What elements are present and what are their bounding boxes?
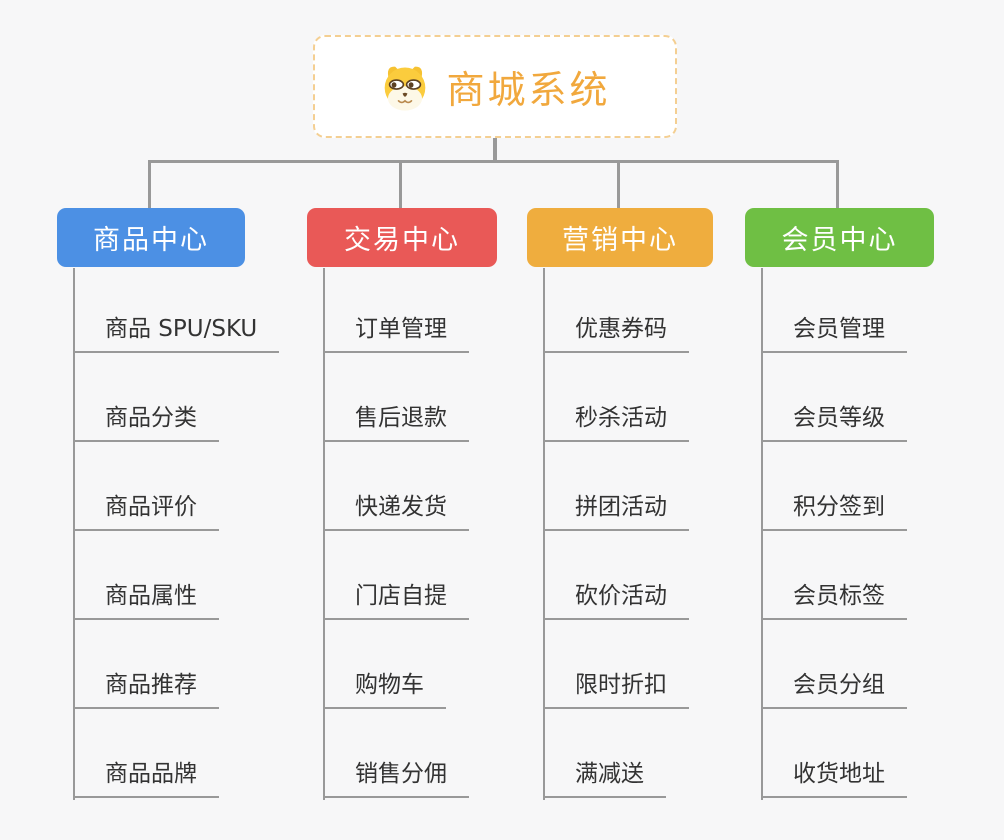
leaf-node[interactable]: 拼团活动 bbox=[545, 492, 689, 531]
leaf-node[interactable]: 会员分组 bbox=[763, 670, 907, 709]
leaf-node[interactable]: 商品评价 bbox=[75, 492, 219, 531]
leaf-node[interactable]: 销售分佣 bbox=[325, 759, 469, 798]
leaf-node[interactable]: 商品品牌 bbox=[75, 759, 219, 798]
branch-column-member: 会员管理 会员等级 积分签到 会员标签 会员分组 收货地址 bbox=[761, 268, 907, 800]
leaf-node[interactable]: 会员等级 bbox=[763, 403, 907, 442]
branch-connector-drop bbox=[836, 161, 839, 209]
leaf-node[interactable]: 购物车 bbox=[325, 670, 446, 709]
root-node[interactable]: 商城系统 bbox=[313, 35, 677, 138]
leaf-node[interactable]: 秒杀活动 bbox=[545, 403, 689, 442]
branch-column-trade: 订单管理 售后退款 快递发货 门店自提 购物车 销售分佣 bbox=[323, 268, 469, 800]
leaf-node[interactable]: 订单管理 bbox=[325, 314, 469, 353]
branch-connector-drop bbox=[617, 161, 620, 209]
leaf-node[interactable]: 会员标签 bbox=[763, 581, 907, 620]
leaf-node[interactable]: 会员管理 bbox=[763, 314, 907, 353]
root-node-label: 商城系统 bbox=[446, 68, 611, 112]
leaf-node[interactable]: 快递发货 bbox=[325, 492, 469, 531]
leaf-node[interactable]: 商品分类 bbox=[75, 403, 219, 442]
branch-node-trade-center[interactable]: 交易中心 bbox=[307, 208, 497, 267]
branch-node-member-center[interactable]: 会员中心 bbox=[745, 208, 934, 267]
branch-node-label: 会员中心 bbox=[781, 225, 898, 256]
branch-connector-horizontal bbox=[148, 160, 839, 163]
leaf-node[interactable]: 商品推荐 bbox=[75, 670, 219, 709]
branch-node-marketing-center[interactable]: 营销中心 bbox=[527, 208, 713, 267]
leaf-node[interactable]: 限时折扣 bbox=[545, 670, 689, 709]
branch-node-label: 交易中心 bbox=[344, 225, 460, 256]
branch-node-label: 营销中心 bbox=[562, 225, 678, 256]
leaf-node[interactable]: 满减送 bbox=[545, 759, 666, 798]
branch-column-marketing: 优惠券码 秒杀活动 拼团活动 砍价活动 限时折扣 满减送 bbox=[543, 268, 689, 800]
branch-column-product: 商品 SPU/SKU 商品分类 商品评价 商品属性 商品推荐 商品品牌 bbox=[73, 268, 280, 800]
branch-node-label: 商品中心 bbox=[93, 225, 209, 256]
leaf-node[interactable]: 积分签到 bbox=[763, 492, 907, 531]
branch-node-product-center[interactable]: 商品中心 bbox=[57, 208, 245, 267]
leaf-node[interactable]: 售后退款 bbox=[325, 403, 469, 442]
dog-mascot-icon bbox=[385, 66, 426, 111]
leaf-node[interactable]: 砍价活动 bbox=[545, 581, 689, 620]
leaf-node[interactable]: 门店自提 bbox=[325, 581, 469, 620]
leaf-node[interactable]: 商品属性 bbox=[75, 581, 219, 620]
leaf-node[interactable]: 收货地址 bbox=[763, 759, 907, 798]
leaf-node[interactable]: 商品 SPU/SKU bbox=[75, 314, 280, 353]
branch-connector-drop bbox=[399, 161, 402, 209]
branch-connector-drop bbox=[148, 161, 151, 209]
root-connector-stub bbox=[493, 137, 497, 163]
leaf-node[interactable]: 优惠券码 bbox=[545, 314, 689, 353]
